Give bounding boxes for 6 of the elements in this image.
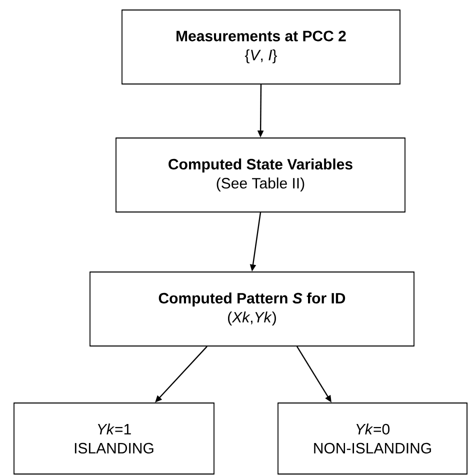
- process-box: Yk=0 NON-ISLANDING: [278, 402, 468, 474]
- process-box: Yk=1 ISLANDING: [14, 402, 214, 474]
- arrow: [155, 346, 208, 402]
- process-box: Computed State Variables (See Table II): [116, 138, 406, 212]
- process-box: Measurements at PCC 2 {V, I}: [122, 10, 400, 84]
- process-box: Computed Pattern S for ID (Xk,Yk): [90, 272, 414, 346]
